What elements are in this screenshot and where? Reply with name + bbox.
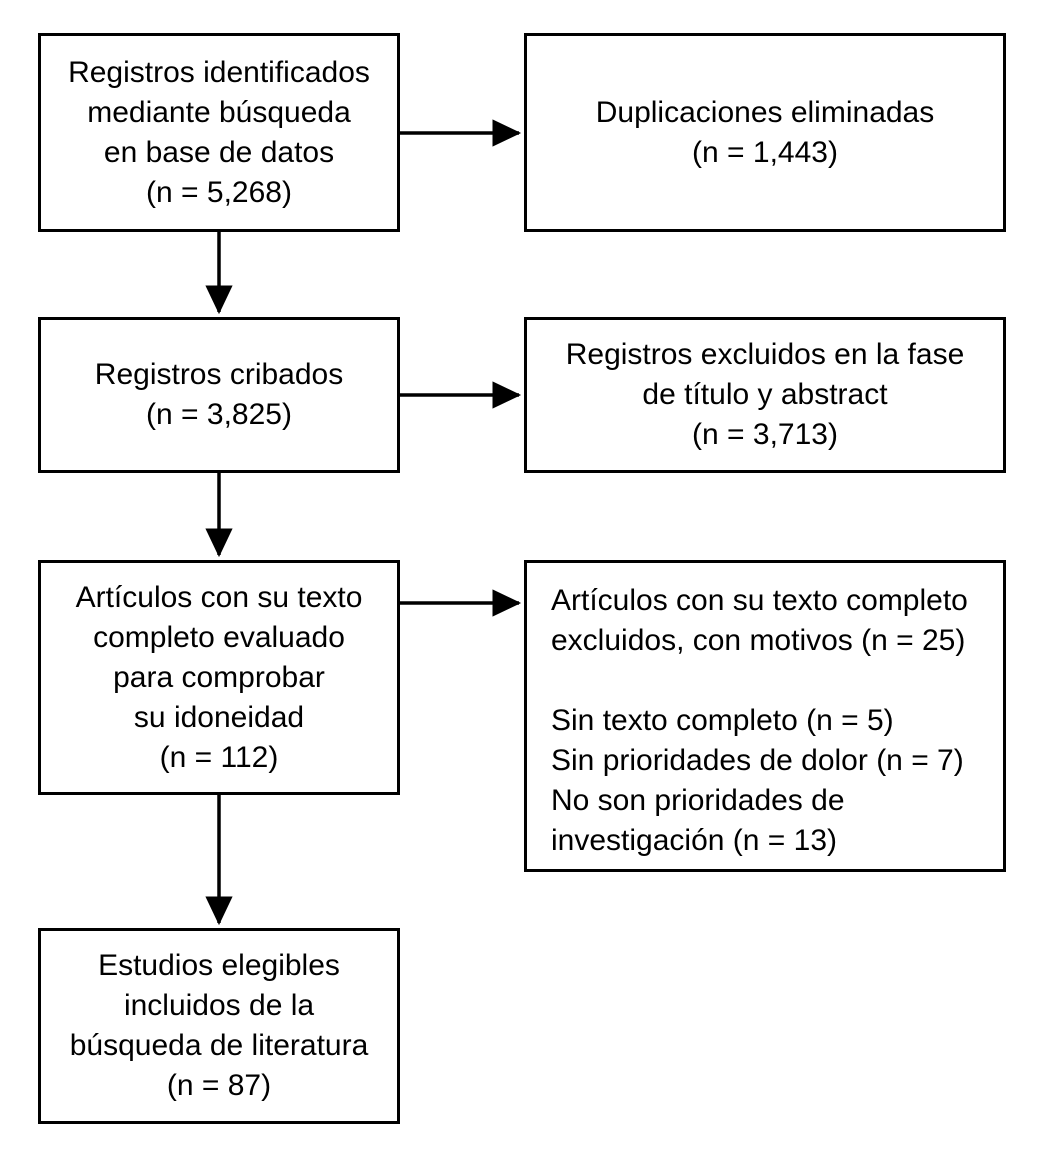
- text-reason: investigación (n = 13): [551, 824, 837, 857]
- box-fulltext-assessed: Artículos con su texto completo evaluado…: [38, 560, 400, 795]
- text-line: su idoneidad: [133, 700, 305, 734]
- box-records-screened: Registros cribados (n = 3,825): [38, 317, 400, 473]
- box-records-identified: Registros identificados mediante búsqued…: [38, 33, 400, 232]
- text-line: mediante búsqueda: [87, 95, 351, 129]
- text-line: en base de datos: [103, 135, 335, 169]
- box-studies-included: Estudios elegibles incluidos de la búsqu…: [38, 928, 400, 1124]
- text-reason: Sin prioridades de dolor (n = 7): [551, 744, 964, 777]
- box-records-excluded-title-abstract: Registros excluidos en la fase de título…: [524, 317, 1006, 473]
- text-count: (n = 112): [159, 740, 279, 774]
- text-reason: Sin texto completo (n = 5): [551, 704, 894, 737]
- text-line: búsqueda de literatura: [69, 1029, 369, 1062]
- text-count: (n = 3,825): [146, 398, 292, 431]
- text-line: Artículos con su texto: [75, 580, 363, 614]
- text-count: (n = 5,268): [146, 175, 292, 209]
- text-line: Registros excluidos en la fase: [565, 338, 965, 371]
- text-line: para comprobar: [113, 660, 325, 694]
- text-line: Estudios elegibles: [98, 949, 340, 982]
- text-line: de título y abstract: [642, 378, 888, 411]
- box-fulltext-excluded: Artículos con su texto completo excluido…: [524, 560, 1006, 872]
- text-count: (n = 87): [166, 1069, 272, 1102]
- text-reason: No son prioridades de: [551, 784, 845, 817]
- text-line: Registros cribados: [94, 358, 344, 391]
- text-count: (n = 1,443): [692, 135, 838, 169]
- text-line: Registros identificados: [68, 55, 370, 89]
- text-line: incluidos de la: [123, 989, 315, 1022]
- text-count: (n = 3,713): [692, 418, 838, 451]
- text-line: completo evaluado: [93, 620, 345, 654]
- text-line: excluidos, con motivos (n = 25): [551, 624, 966, 657]
- box-duplicates-removed: Duplicaciones eliminadas (n = 1,443): [524, 33, 1006, 232]
- text-line: Artículos con su texto completo: [551, 584, 968, 617]
- text-line: Duplicaciones eliminadas: [595, 95, 935, 129]
